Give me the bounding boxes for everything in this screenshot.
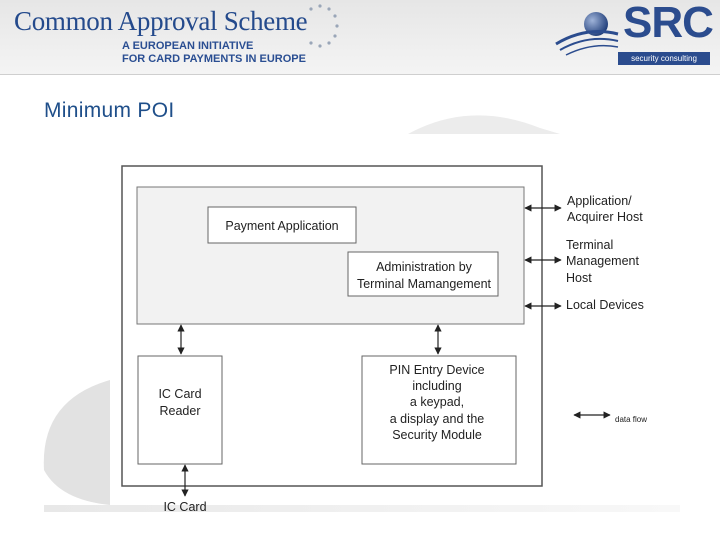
admin-label-line2: Terminal Mamangement (357, 277, 492, 291)
cas-subtitle-line2: FOR CARD PAYMENTS IN EUROPE (122, 53, 306, 65)
eu-stars-icon (309, 4, 339, 48)
tmh-line2: Management (566, 254, 639, 268)
page-title: Minimum POI (44, 99, 175, 122)
ped-label-line4: a display and the (390, 412, 485, 426)
globe-icon (555, 12, 619, 56)
local-devices-label: Local Devices (566, 298, 644, 312)
acquirer-host-line1: Application/ (567, 194, 632, 208)
ped-label-line1: PIN Entry Device (389, 363, 484, 377)
payment-application-label: Payment Application (225, 219, 338, 233)
header-banner: Common Approval Scheme A EUROPEAN INITIA… (0, 0, 720, 75)
admin-label-line1: Administration by (376, 260, 473, 274)
cas-logo-title: Common Approval Scheme (14, 6, 308, 36)
ic-card-label: IC Card (163, 500, 206, 514)
ped-label-line5: Security Module (392, 428, 482, 442)
acquirer-host-line2: Acquirer Host (567, 210, 643, 224)
src-logo-text: SRC (623, 0, 714, 47)
tmh-line1: Terminal (566, 238, 613, 252)
cas-subtitle-line1: A EUROPEAN INITIATIVE (122, 40, 254, 52)
legend-data-flow-label: data flow (615, 415, 647, 424)
src-logo: SRC security consulting (552, 0, 714, 68)
src-tagline: security consulting (618, 52, 710, 65)
ic-reader-label-line2: Reader (160, 404, 201, 418)
tmh-line3: Host (566, 271, 592, 285)
ic-card-reader-box (137, 355, 223, 465)
pin-entry-device-box (361, 355, 517, 465)
ic-reader-label-line1: IC Card (158, 387, 201, 401)
admin-terminal-management-box (347, 251, 499, 297)
payment-application-box (207, 206, 357, 244)
ped-label-line3: a keypad, (410, 395, 464, 409)
ped-label-line2: including (412, 379, 461, 393)
